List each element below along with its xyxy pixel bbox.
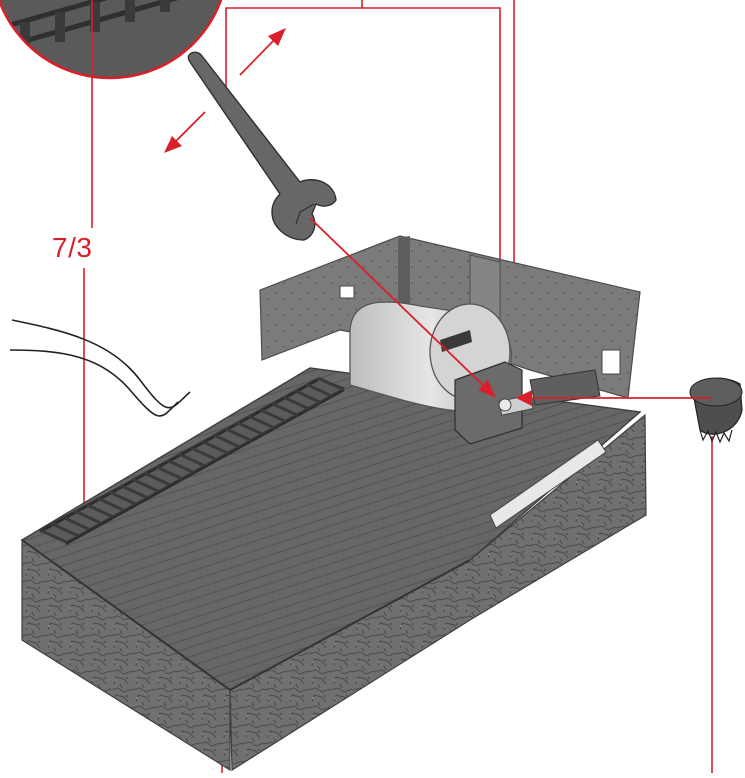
track-sleeper [271, 401, 299, 417]
track-sleeper [50, 522, 79, 538]
track-sleeper [224, 427, 252, 443]
track-sleeper [120, 484, 148, 500]
rail-track [38, 376, 346, 545]
track-sleeper [155, 465, 183, 481]
track-sleeper [282, 395, 310, 411]
track-sleeper [39, 528, 67, 544]
track-sleeper [108, 490, 137, 506]
track-sleeper [189, 446, 218, 462]
track-sleeper [236, 420, 264, 436]
track-sleeper [62, 515, 90, 531]
step-number-label: 7/3 [52, 232, 93, 263]
track-sleeper [132, 477, 160, 493]
track-sleeper [74, 509, 102, 525]
base-slab [20, 367, 647, 772]
track-sleeper [213, 433, 241, 449]
track-sleeper [143, 471, 171, 487]
track-sleeper [247, 414, 276, 430]
track-sleeper [259, 408, 287, 424]
track-sleeper [317, 376, 345, 392]
end-cap-part [689, 377, 743, 444]
track-sleeper [294, 389, 322, 405]
track-sleeper [85, 503, 113, 519]
track-sleeper [166, 458, 195, 474]
motor-unit [349, 301, 601, 445]
track-sleeper [97, 496, 125, 512]
wrench-icon [187, 51, 337, 241]
track-sleeper [201, 439, 229, 455]
track-sleeper [178, 452, 206, 468]
wires [9, 319, 191, 417]
motion-arrows [164, 28, 712, 406]
track-sleeper [305, 382, 334, 398]
